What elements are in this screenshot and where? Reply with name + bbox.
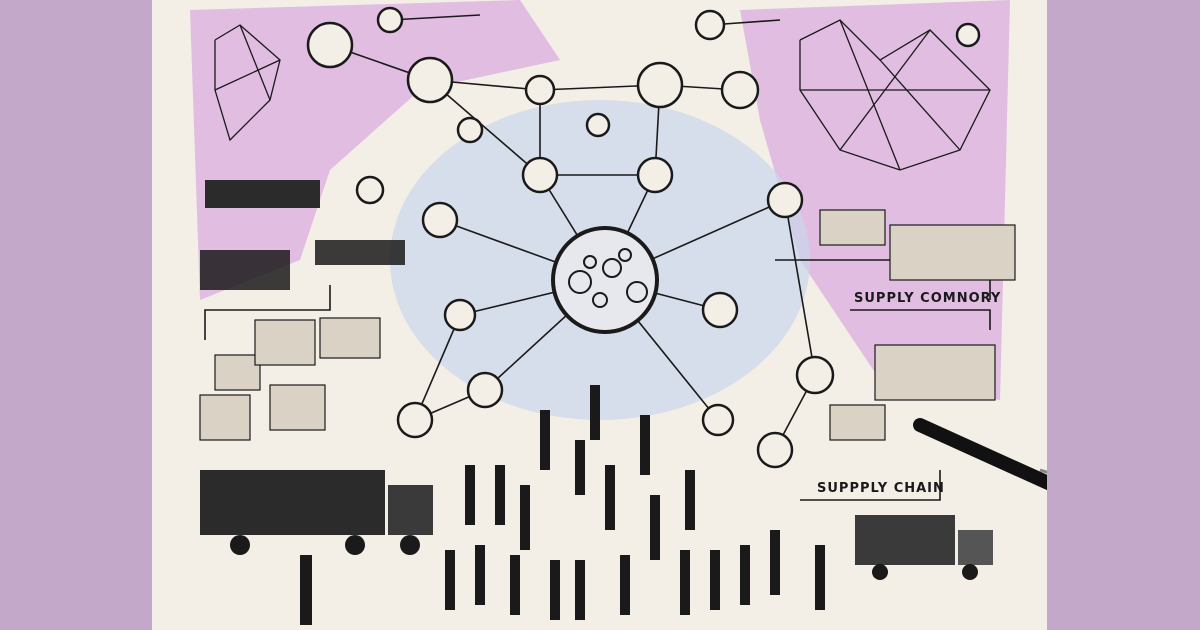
truck-icon-small [855,515,993,580]
truck-icon-top [205,180,320,208]
pen-icon [913,418,1047,491]
supply-community-label: SUPPLY COMNORY [854,291,1002,306]
network-diagram [190,0,1047,625]
truck-icon [200,470,433,555]
sketch-paper: SUPPLY COMNORY SUPPPLY CHAIN [152,0,1047,630]
supply-chain-label: SUPPPLY CHAIN [817,481,945,496]
